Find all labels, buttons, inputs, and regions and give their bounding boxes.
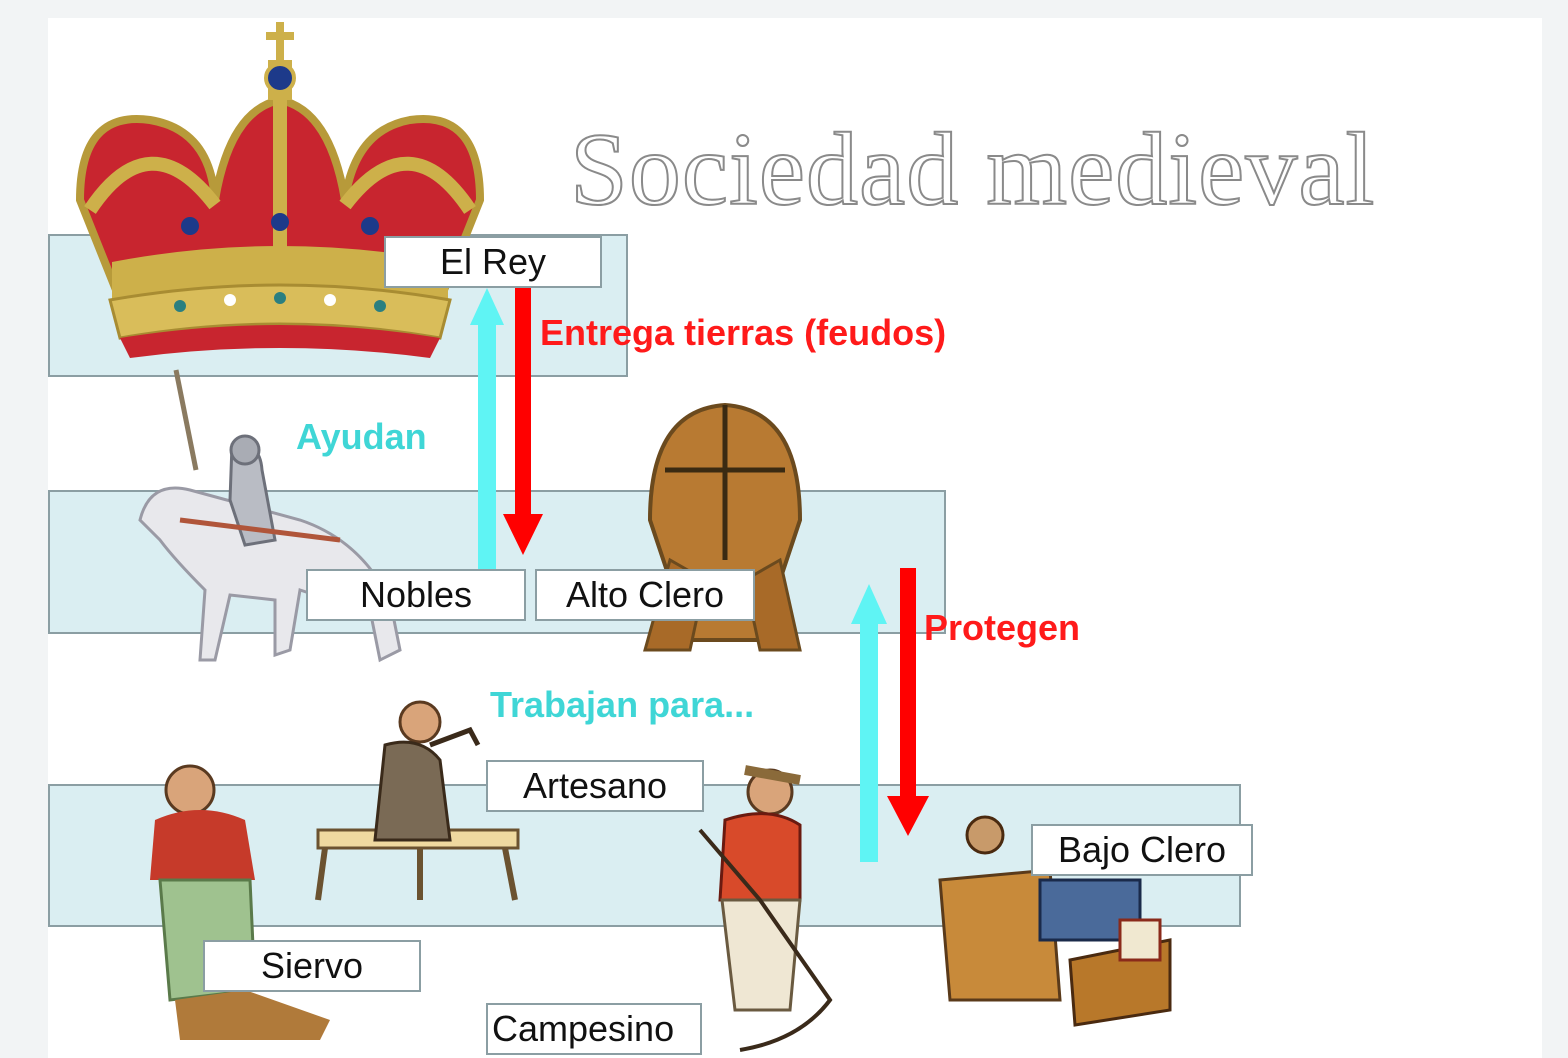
trabajan-arrow [851, 584, 887, 862]
ayudan-arrow [470, 288, 504, 572]
label-nobles: Nobles [306, 569, 526, 621]
label-alto-clero: Alto Clero [535, 569, 755, 621]
protegen-arrow [887, 568, 929, 836]
relation-entrega: Entrega tierras (feudos) [540, 312, 947, 353]
label-bajo-clero: Bajo Clero [1031, 824, 1253, 876]
relation-ayudan: Ayudan [296, 416, 427, 457]
label-el-rey: El Rey [384, 236, 602, 288]
relation-trabajan: Trabajan para... [490, 684, 755, 725]
serf-icon [150, 764, 330, 1040]
crown-icon [75, 22, 485, 358]
label-artesano: Artesano [486, 760, 704, 812]
entrega-arrow [503, 288, 543, 555]
label-siervo: Siervo [203, 940, 421, 992]
page-title: Sociedad medieval [569, 111, 1376, 228]
label-campesino: Campesino [486, 1003, 702, 1055]
relation-protegen: Protegen [924, 607, 1081, 648]
cleric-at-desk-icon [938, 815, 1172, 1027]
peasant-with-scythe-icon [698, 765, 833, 1052]
artisan-icon [315, 700, 520, 901]
